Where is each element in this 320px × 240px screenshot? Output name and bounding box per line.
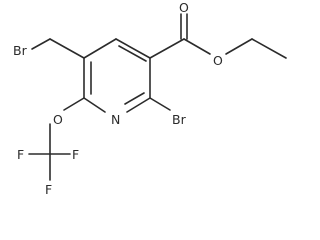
atom-br-ring: Br [172,112,187,127]
atom-br-bromomethyl: Br [13,43,28,58]
bond-o-ch2 [225,38,253,55]
ring-bond-n-c2 [83,97,106,113]
bond-c3-ch2 [49,38,85,59]
bond-ch2-br [31,38,51,50]
atom-f-bottom: F [45,182,52,197]
bond-c5-carbonyl-c [149,38,185,59]
ring-bond-c4-c5 [115,38,151,59]
atom-o-carbonyl: O [179,0,189,15]
atom-f-left: F [17,147,24,162]
bond-c2-o-ether [63,97,85,111]
ring-bond-c6-n-inner [124,92,145,105]
atom-o-ether: O [53,112,63,127]
atom-f-right: F [72,147,79,162]
bond-c6-br [149,97,171,111]
bond-carbonyl-c-o-ester [183,38,211,55]
molecule-structure: Br N O O Br O F F F [13,0,287,197]
bond-ch2-ch3 [251,38,287,59]
atom-n-pyridine: N [111,112,120,127]
ring-bond-c3-c4 [83,38,117,59]
ring-bond-c4-c5-inner [118,45,147,62]
atom-o-ester: O [213,53,223,68]
ring-bond-c6-n [126,97,151,113]
